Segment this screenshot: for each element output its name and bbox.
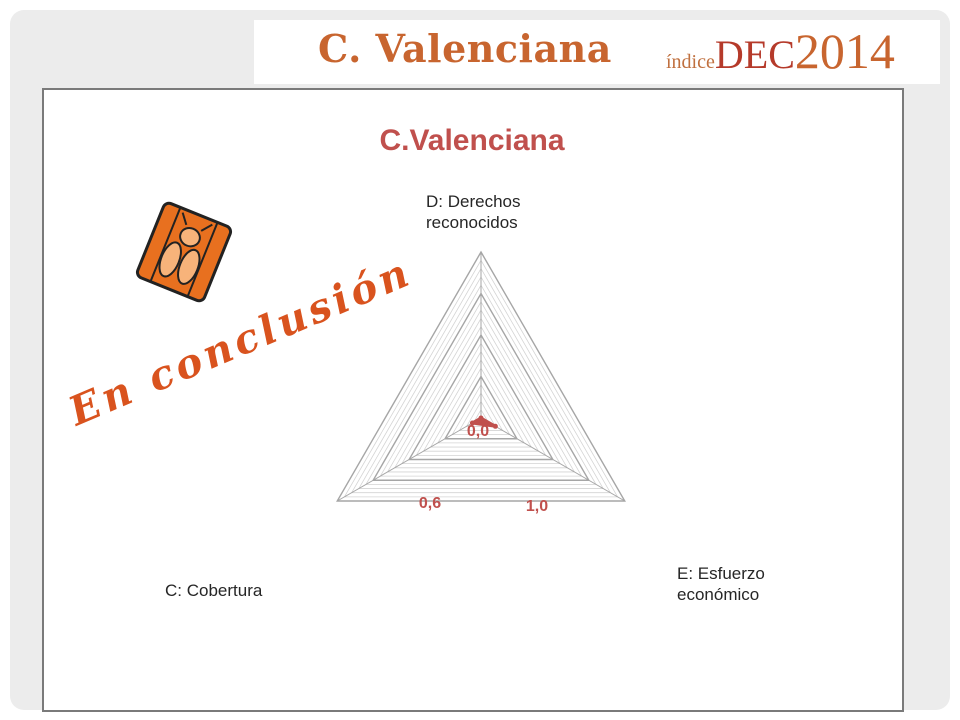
radar-spoke — [480, 417, 626, 502]
logo-dec: DEC — [714, 32, 795, 77]
chart-panel — [42, 88, 904, 712]
data-label: 1,0 — [526, 498, 548, 515]
axis-label: C: Cobertura — [165, 581, 263, 600]
label-layer: D: Derechos reconocidos 0,0 E: Esfuerzo econ… — [165, 192, 765, 604]
data-label: 0,0 — [467, 423, 489, 440]
grid-major-ring — [336, 250, 626, 502]
data-point — [478, 415, 484, 421]
grid-major-ring — [371, 292, 591, 481]
series-polygon — [470, 416, 497, 428]
grid-minor-ring — [343, 259, 619, 498]
grid-minor-ring — [415, 342, 547, 456]
grid-minor-ring — [465, 400, 497, 427]
axis-label-line: C: Cobertura — [165, 581, 263, 600]
grid-minor-ring — [350, 267, 612, 494]
grid-minor-ring — [458, 392, 504, 431]
bee-icon — [135, 201, 233, 303]
data-label: 0,6 — [419, 495, 441, 512]
data-point — [492, 423, 498, 429]
axis-label: D: Derechos reconocidos — [426, 192, 520, 232]
grid-minor-ring — [394, 317, 568, 469]
page-title: C. Valenciana — [318, 26, 612, 71]
axis-label-line: económico — [677, 585, 759, 604]
indice-dec-logo: índiceDEC2014 — [666, 22, 895, 82]
radar-spoke — [336, 417, 482, 502]
axis-label-line: reconocidos — [426, 213, 518, 232]
radar-spokes — [336, 252, 626, 502]
grid-minor-ring — [365, 284, 597, 485]
grid-minor-ring — [401, 325, 561, 465]
grid-minor-ring — [422, 350, 540, 452]
header-bar — [254, 20, 940, 84]
grid-minor-ring — [451, 383, 511, 436]
axis-label-line: E: Esfuerzo — [677, 564, 765, 583]
logo-prefix: índice — [666, 51, 715, 73]
grid-minor-ring — [379, 300, 583, 477]
grid-minor-ring — [429, 359, 533, 448]
grid-minor-ring — [358, 276, 604, 489]
grid-major-ring — [407, 333, 555, 461]
grid-major-rings — [336, 250, 626, 502]
axis-label: E: Esfuerzo económico — [677, 564, 765, 604]
data-point — [469, 420, 475, 426]
axis-label-line: D: Derechos — [426, 192, 520, 211]
series-layer — [469, 415, 498, 429]
logo-year: 2014 — [794, 23, 895, 79]
grid-minor-ring — [386, 309, 576, 473]
grid-minor-ring — [437, 367, 525, 444]
grid-major-ring — [443, 375, 519, 440]
chart-title: C.Valenciana — [379, 124, 564, 157]
